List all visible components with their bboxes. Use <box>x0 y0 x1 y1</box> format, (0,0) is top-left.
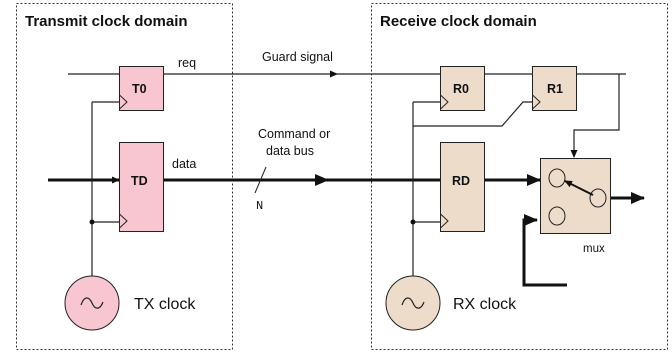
td-label: TD <box>131 174 148 188</box>
transmit-domain-box <box>16 3 233 350</box>
r1-label: R1 <box>547 82 563 96</box>
bus-width-slash <box>254 166 267 194</box>
rd-flipflop: RD <box>440 142 485 232</box>
td-flipflop: TD <box>119 142 164 232</box>
bus-label-line1: Command or <box>258 127 330 141</box>
req-label: req <box>178 56 196 70</box>
bus-label-line2: data bus <box>266 144 314 158</box>
mux-input-a <box>548 168 566 188</box>
data-label: data <box>172 157 196 171</box>
receive-domain-title: Receive clock domain <box>380 13 537 30</box>
r0-label: R0 <box>453 82 469 96</box>
mux-input-b <box>548 206 566 226</box>
mux-output-node <box>589 188 607 208</box>
rx-clock-source <box>385 275 441 331</box>
sine-wave-icon <box>401 297 425 309</box>
t0-flipflop: T0 <box>119 66 164 111</box>
mux-switch-arm <box>564 180 594 196</box>
rx-clock-to-r1 <box>413 101 532 127</box>
mux-bottom-control-line <box>522 214 567 287</box>
rx-clock-junction <box>410 219 416 225</box>
transmit-domain-title: Transmit clock domain <box>25 13 188 30</box>
r1-to-mux-select <box>570 74 620 158</box>
guard-signal-label: Guard signal <box>262 50 333 64</box>
r1-flipflop: R1 <box>532 66 577 111</box>
sine-wave-icon <box>80 297 104 309</box>
rx-clock-label: RX clock <box>453 296 517 313</box>
tx-clock-junction <box>89 219 95 225</box>
receive-domain-box <box>371 3 668 350</box>
r0-flipflop: R0 <box>440 66 485 111</box>
tx-clock-source <box>64 275 120 331</box>
mux-block <box>540 158 611 234</box>
tx-clock-label: TX clock <box>134 296 196 313</box>
bus-width-label: N <box>256 199 263 213</box>
mux-label: mux <box>583 243 605 255</box>
rd-label: RD <box>452 174 470 188</box>
t0-label: T0 <box>132 82 147 96</box>
